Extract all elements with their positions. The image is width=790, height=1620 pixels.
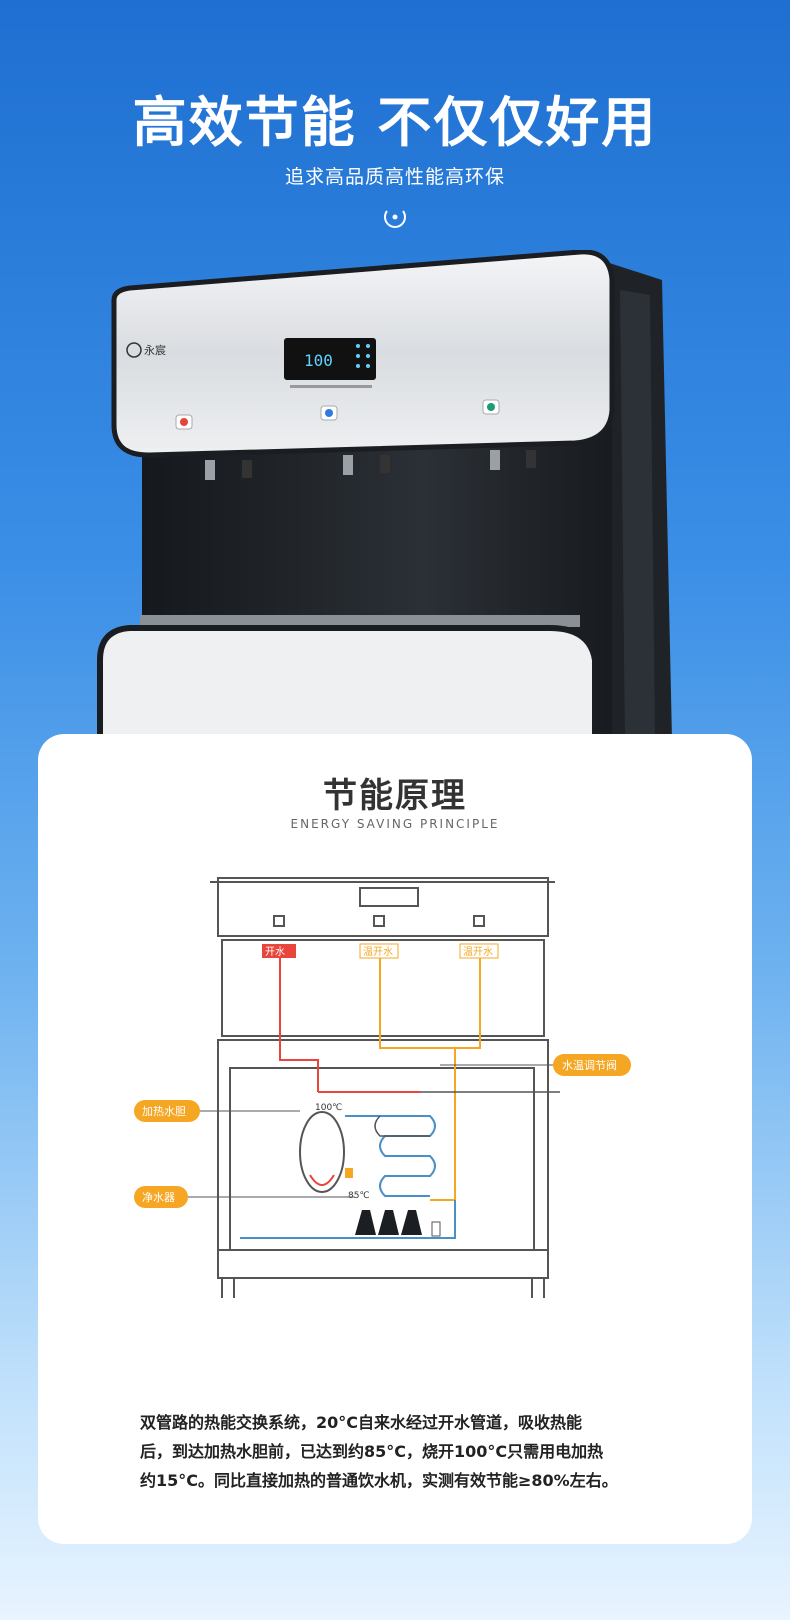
water-dispenser-image: 永宸 100 [97,250,672,740]
section-title: 节能原理 [323,776,467,816]
scroll-down-icon [384,210,406,228]
svg-text:净水器: 净水器 [142,1190,175,1204]
section-subtitle: ENERGY SAVING PRINCIPLE [290,817,500,831]
brand-logo: 永宸 [144,343,166,357]
svg-text:加热水胆: 加热水胆 [142,1105,186,1118]
callout-heating-tank: 加热水胆 [134,1100,300,1122]
description-line: 双管路的热能交换系统，20°C自来水经过开水管道，吸收热能 [140,1413,583,1432]
tap-label-warm-1: 温开水 [363,946,393,958]
tap-label-warm-2: 温开水 [463,946,493,958]
description-line: 后，到达加热水胆前，已达到约85°C，烧开100°C只需用电加热 [140,1442,604,1461]
svg-text:水温调节阀: 水温调节阀 [562,1058,617,1072]
callout-purifier: 净水器 [134,1186,355,1208]
temp-label-85: 85℃ [348,1191,370,1201]
display-readout: 100 [304,351,333,370]
callout-valve: 水温调节阀 [440,1054,631,1076]
principle-card [38,734,752,1544]
tap-label-hot: 开水 [265,946,285,958]
hot-water-button[interactable] [180,418,188,426]
warm-water-button[interactable] [325,409,333,417]
hero-title: 高效节能 不仅仅好用 [132,91,658,154]
energy-saving-diagram: 开水 温开水 温开水 100℃ 85℃ 水温调节阀 加热水胆 净水器 [134,877,631,1298]
description-line: 约15°C。同比直接加热的普通饮水机，实测有效节能≥80%左右。 [140,1471,618,1490]
hero-subtitle: 追求高品质高性能高环保 [284,166,505,188]
temp-label-100: 100℃ [315,1103,342,1113]
description-text: 双管路的热能交换系统，20°C自来水经过开水管道，吸收热能 后，到达加热水胆前，… [140,1408,660,1495]
cold-water-button[interactable] [487,403,495,411]
